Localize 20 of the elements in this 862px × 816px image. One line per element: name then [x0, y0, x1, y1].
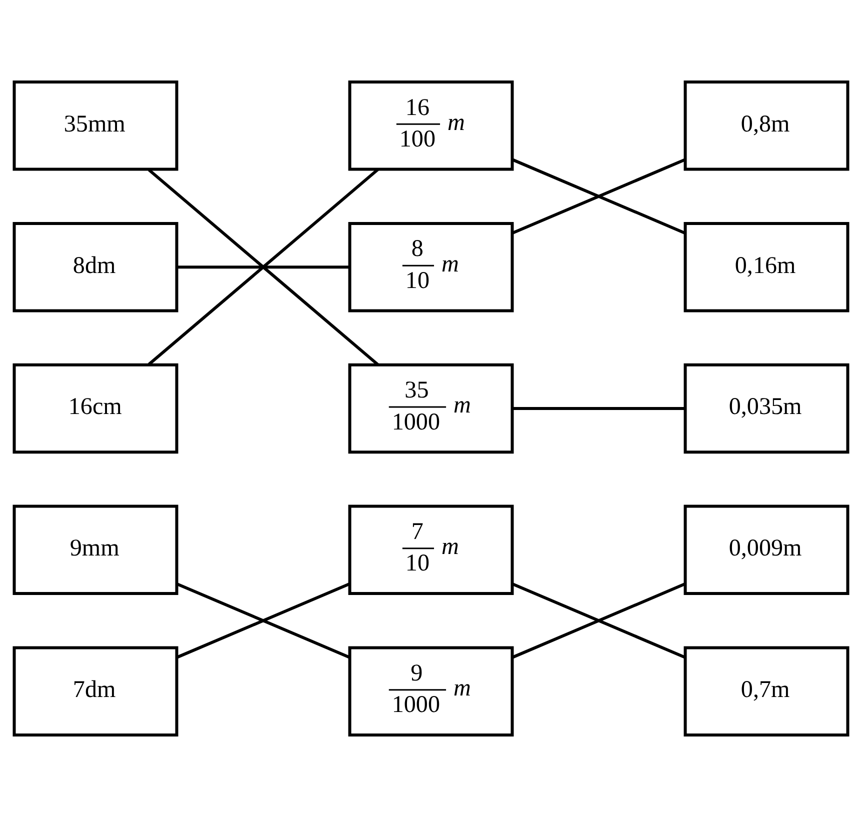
node-box: 0,8m: [684, 80, 850, 170]
node-box: 0,16m: [684, 221, 850, 312]
node-box: 35 m 1000: [348, 362, 514, 454]
connector: [512, 158, 686, 234]
node-box: 0,009m: [684, 504, 850, 595]
node-box: 9 m 1000: [348, 646, 514, 736]
node-box: 7 m 10: [348, 504, 514, 595]
node-box: 8 m 10: [348, 221, 514, 312]
node-box: 0,035m: [684, 362, 850, 454]
node-box: 16cm: [12, 362, 178, 454]
node-box: 7dm: [12, 646, 178, 736]
node-box: 0,7m: [684, 646, 850, 736]
node-box: 8dm: [12, 221, 178, 312]
connector: [512, 582, 686, 658]
connector: [512, 406, 686, 410]
node-box: 9mm: [12, 504, 178, 595]
connector: [177, 265, 350, 268]
node-box: 35mm: [12, 80, 178, 170]
connector: [176, 582, 350, 658]
node-box: 16 m 100: [348, 80, 514, 170]
